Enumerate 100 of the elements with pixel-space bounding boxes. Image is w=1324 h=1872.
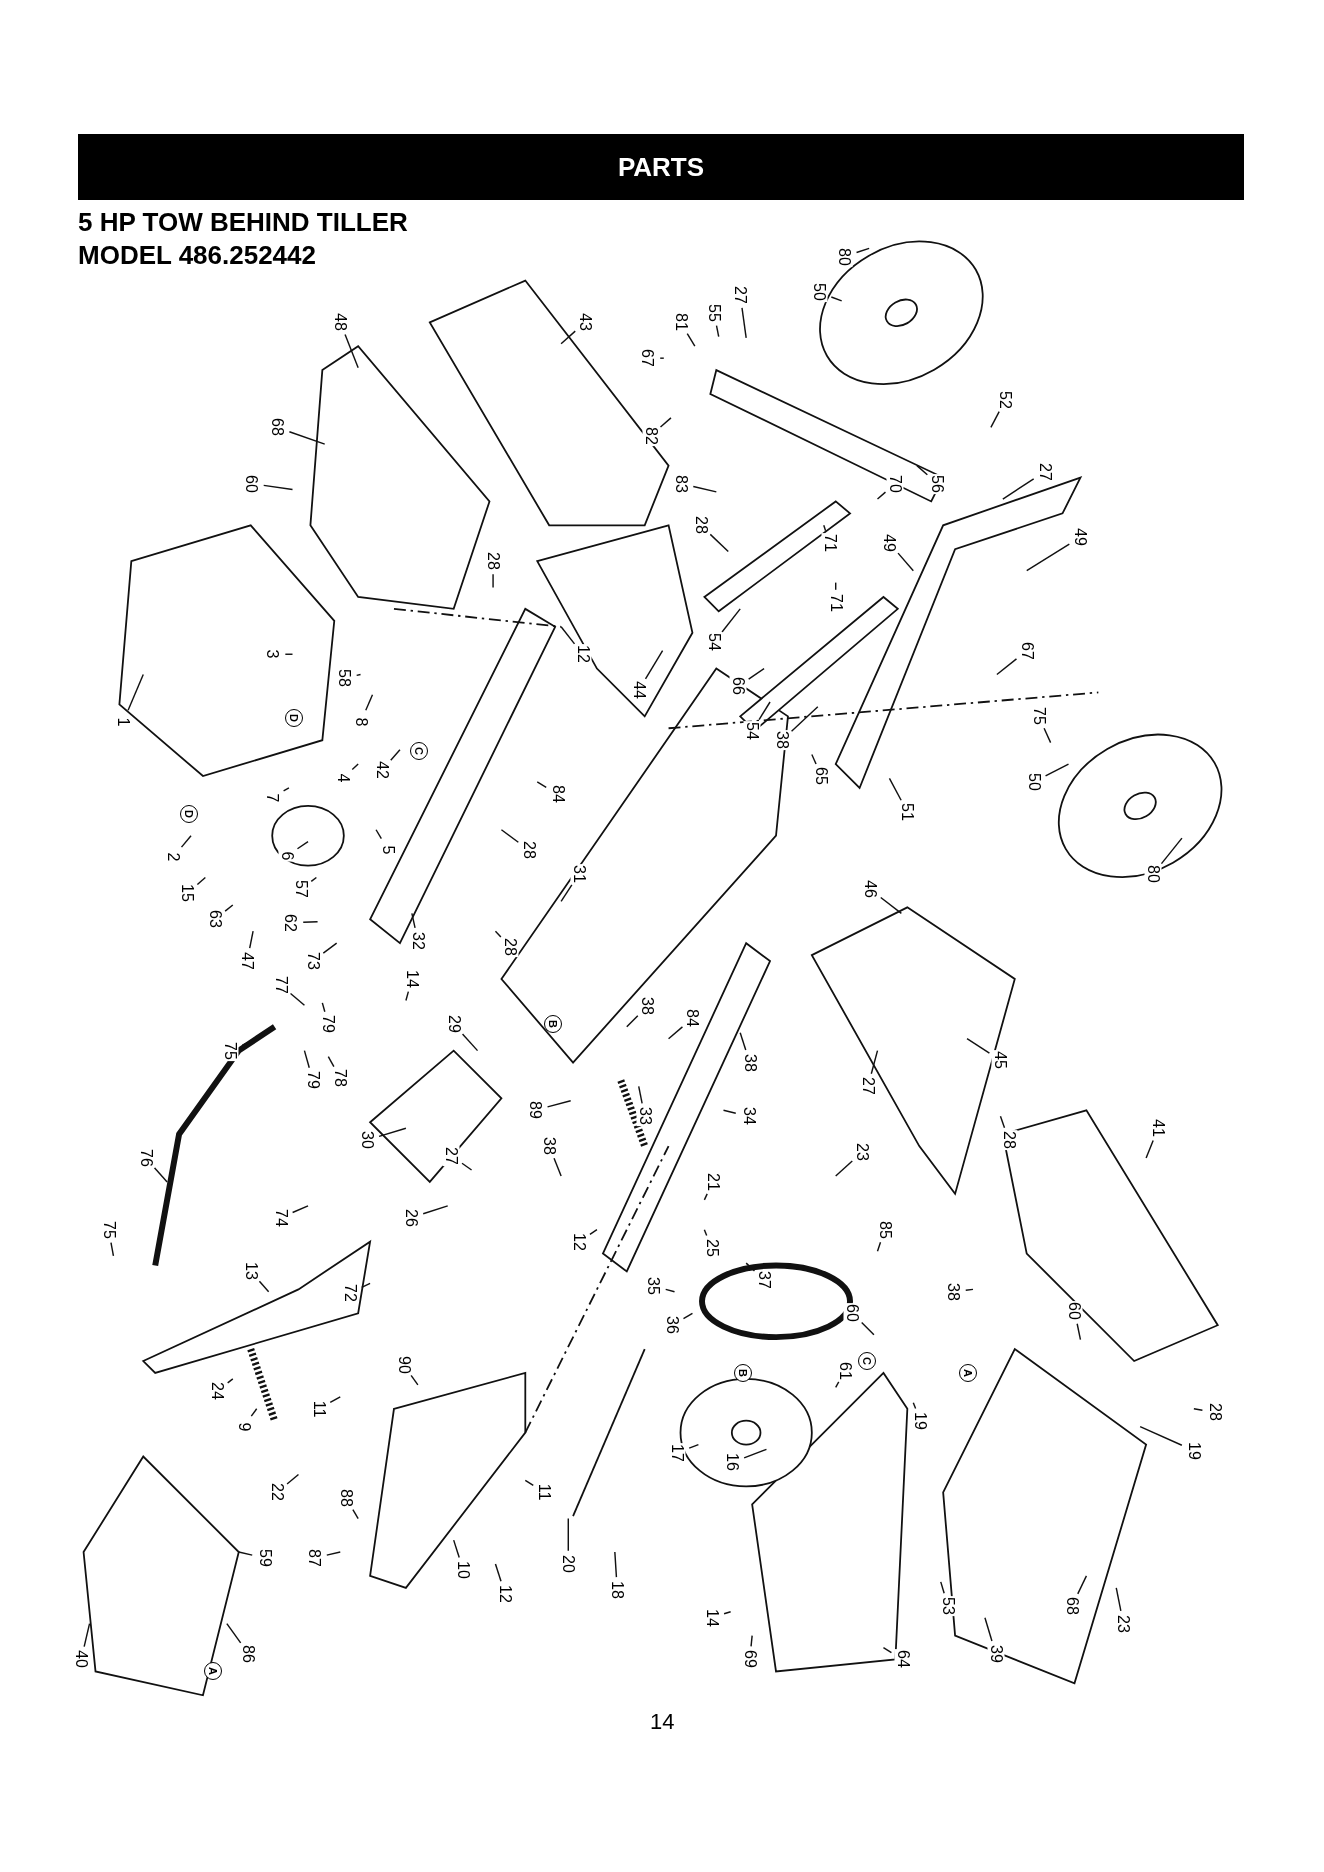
leader-line [303, 1049, 310, 1069]
leader-line [153, 1167, 168, 1183]
leader-line [743, 1448, 768, 1459]
leader-line [1139, 1425, 1183, 1446]
heading: 5 HP TOW BEHIND TILLER [78, 207, 408, 237]
leader-line [644, 649, 664, 680]
leader-line [626, 1015, 639, 1028]
callout-number: 33 [636, 1106, 654, 1127]
leader-line [638, 1085, 643, 1105]
leader-line [876, 491, 887, 500]
leader-line [546, 1100, 572, 1108]
leader-line [560, 330, 576, 345]
leader-line [688, 1443, 700, 1449]
leader-line [709, 533, 729, 553]
callout-number: 12 [574, 644, 592, 665]
leader-line [870, 1049, 879, 1075]
leader-line [224, 904, 234, 912]
leader-line [966, 1037, 991, 1054]
leader-line [682, 1312, 694, 1320]
leader-line [747, 667, 765, 680]
leader-line [352, 1508, 359, 1520]
leader-line [405, 990, 410, 1002]
leader-line [492, 573, 494, 589]
leader-line [288, 431, 326, 445]
callout-number: 71 [821, 533, 839, 554]
leader-line [861, 1321, 875, 1336]
leader-line [553, 1157, 562, 1177]
callout-number: 64 [894, 1649, 912, 1670]
reference-letter: A [959, 1363, 978, 1382]
leader-line [461, 1033, 479, 1052]
leader-line [494, 1563, 502, 1583]
leader-line [390, 749, 401, 761]
leader-line [790, 706, 819, 732]
reference-letter: B [733, 1363, 752, 1382]
callout-number: 28 [1000, 1130, 1018, 1151]
leader-line [1160, 837, 1183, 865]
leader-line [360, 1282, 371, 1289]
leader-line [226, 1378, 234, 1384]
leader-line [461, 1162, 473, 1171]
leader-line [823, 524, 827, 532]
leader-line [811, 753, 817, 765]
leader-line [723, 1611, 732, 1615]
leader-line [882, 1646, 893, 1654]
leader-line [996, 658, 1018, 676]
leader-line [876, 1241, 882, 1252]
leader-line [110, 1241, 115, 1257]
leader-line [667, 1026, 684, 1040]
callout-number: 6 [278, 850, 295, 862]
leader-line [1115, 1587, 1122, 1612]
leader-line [614, 1551, 618, 1578]
leader-line [686, 332, 696, 347]
callout-number: 66 [729, 676, 747, 697]
leader-line [282, 787, 290, 792]
reference-letter: D [179, 805, 198, 824]
leader-line [741, 307, 747, 339]
leader-line [494, 930, 502, 938]
leader-line [739, 1032, 747, 1051]
leader-line [291, 1205, 309, 1214]
leader-line [284, 653, 294, 655]
leader-line [322, 942, 338, 954]
leader-line [296, 840, 309, 850]
leader-line [249, 930, 254, 949]
leader-line [226, 1622, 242, 1644]
leader-line [750, 1634, 753, 1648]
leader-line [263, 484, 294, 491]
leader-line [722, 1109, 737, 1114]
leader-line [888, 777, 902, 801]
leader-line [83, 1622, 91, 1648]
leader-line [500, 829, 520, 843]
leader-line [1026, 543, 1070, 572]
leader-line [965, 1288, 974, 1291]
leader-line [897, 552, 915, 572]
callout-number: 82 [642, 425, 660, 446]
leader-line [326, 1551, 341, 1556]
leader-line [327, 1055, 335, 1068]
leader-line [880, 896, 903, 915]
leader-line [1077, 1575, 1088, 1595]
leader-line [835, 581, 837, 591]
callout-number: 31 [570, 864, 588, 884]
callout-number: 80 [1144, 864, 1162, 884]
leader-line [250, 1408, 258, 1417]
leader-line [1076, 1323, 1082, 1341]
leader-line [745, 1262, 756, 1272]
leader-line [238, 1551, 253, 1556]
callout-number: 45 [991, 1050, 1009, 1071]
leader-line [659, 417, 672, 428]
leader-line [302, 920, 319, 923]
leader-line [560, 626, 576, 645]
leader-line [984, 1617, 993, 1642]
leader-line [1043, 727, 1052, 744]
leader-line [355, 673, 362, 677]
leader-line [344, 333, 359, 369]
leader-line [310, 876, 318, 883]
leader-line [560, 884, 573, 903]
leader-line [855, 247, 870, 254]
leader-line [758, 701, 771, 721]
leader-line [567, 1517, 569, 1552]
leader-line [1002, 478, 1035, 500]
leader-line [452, 1539, 460, 1559]
leader-line [830, 296, 843, 302]
